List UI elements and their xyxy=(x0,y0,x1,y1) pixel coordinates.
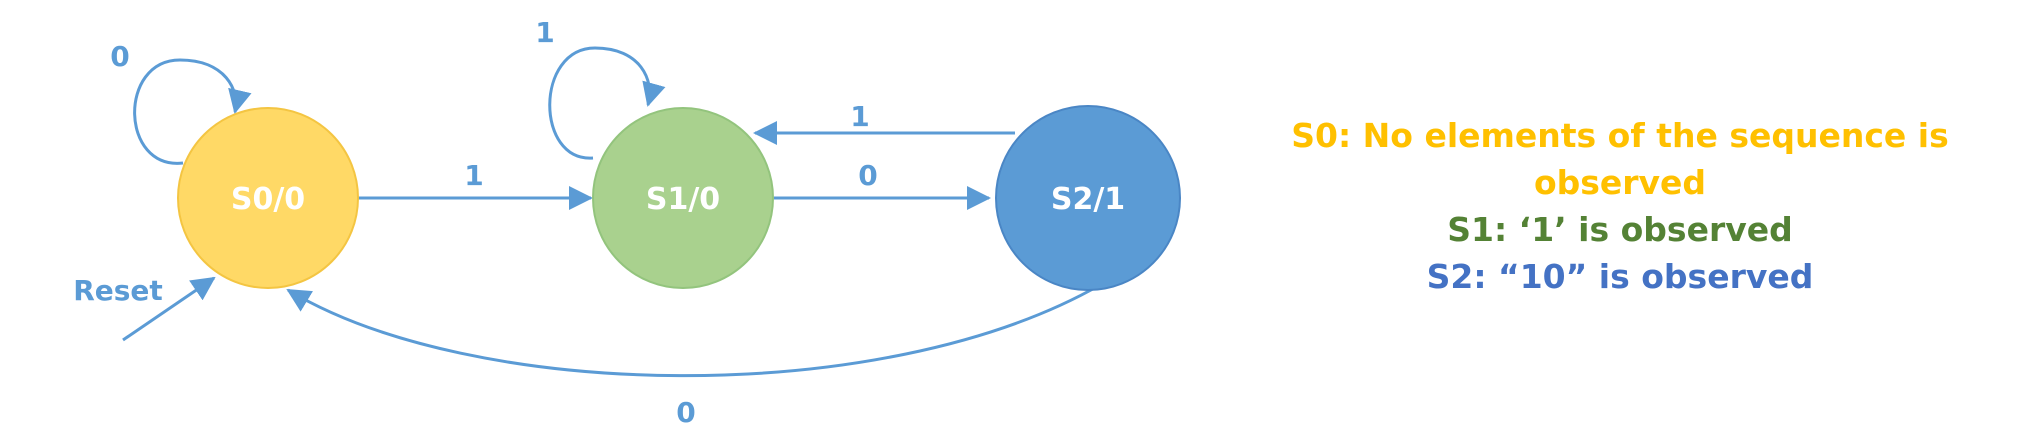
s0-self-loop-label: 0 xyxy=(110,40,129,73)
s1-self-loop-label: 1 xyxy=(535,16,554,49)
state-s1-circle xyxy=(592,107,774,289)
state-legend: S0: No elements of the sequence is obser… xyxy=(1230,112,2010,300)
s1-to-s2-label: 0 xyxy=(858,159,877,192)
state-s0-label: S0/0 xyxy=(231,182,305,217)
state-s1: S1/0 xyxy=(592,107,774,289)
state-s0-circle xyxy=(177,107,359,289)
s0-self-loop-arrow xyxy=(133,58,252,165)
state-diagram: 0 1 1 0 1 0 Reset S0/0 S1/0 S2/1 xyxy=(73,16,1181,429)
legend-s0-line2: observed xyxy=(1533,163,1707,202)
s2-to-s0-arrow xyxy=(286,283,1101,378)
state-s2-circle xyxy=(995,105,1181,291)
legend-s1: S1: ‘1’ is observed xyxy=(1447,210,1793,249)
state-s1-label: S1/0 xyxy=(646,182,720,217)
state-s0: S0/0 xyxy=(177,107,359,289)
legend-s0-line1: S0: No elements of the sequence is xyxy=(1291,116,1949,155)
s2-to-s1-label: 1 xyxy=(850,100,869,133)
s1-self-loop-arrow xyxy=(548,46,666,160)
state-s2-label: S2/1 xyxy=(1051,182,1125,217)
legend-s2: S2: “10” is observed xyxy=(1426,257,1814,296)
reset-label: Reset xyxy=(73,274,163,307)
s2-to-s0-label: 0 xyxy=(676,396,695,429)
reset-arrow xyxy=(122,276,216,342)
state-s2: S2/1 xyxy=(995,105,1181,291)
s0-to-s1-label: 1 xyxy=(464,159,483,192)
